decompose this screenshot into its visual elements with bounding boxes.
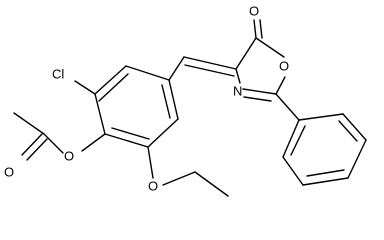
bond — [275, 93, 300, 121]
bond — [290, 125, 306, 156]
bond — [162, 171, 196, 186]
bond — [242, 88, 277, 95]
ring-nitrogen-label: N — [233, 83, 242, 98]
bond — [275, 76, 286, 95]
bond — [74, 80, 96, 95]
bond — [21, 133, 43, 156]
bond — [184, 64, 235, 77]
ether-oxygen-label: O — [148, 178, 158, 193]
bond — [81, 133, 106, 152]
bond — [338, 120, 358, 142]
bond — [255, 37, 285, 58]
lactone-carbonyl-oxygen-label: O — [249, 3, 259, 18]
bond — [259, 19, 263, 39]
bond — [282, 119, 300, 158]
bond — [298, 113, 344, 121]
bond — [253, 19, 257, 39]
bond — [111, 127, 150, 140]
acetyl-carbonyl-oxygen-label: O — [4, 164, 14, 179]
bond — [235, 68, 241, 84]
bond — [104, 133, 149, 148]
molecule-canvas: Cl O O O O O N — [4, 3, 367, 197]
bond — [13, 112, 45, 135]
bond — [183, 56, 237, 70]
bond — [342, 113, 367, 141]
chlorine-label: Cl — [52, 66, 64, 81]
bond — [98, 73, 129, 102]
bond — [302, 177, 349, 186]
bond — [168, 79, 179, 120]
bond — [43, 133, 64, 154]
bond — [125, 65, 170, 81]
ring-oxygen-label: O — [279, 58, 289, 73]
structure-diagram: Cl O O O O O N — [4, 3, 367, 197]
bond — [147, 146, 154, 179]
bond — [168, 56, 185, 81]
bond — [282, 156, 304, 186]
bond — [306, 169, 345, 177]
bonds — [13, 19, 367, 197]
bond — [26, 138, 48, 161]
bond — [94, 93, 106, 135]
ester-oxygen-label: O — [64, 148, 74, 163]
bond — [161, 84, 171, 119]
bond — [235, 37, 257, 70]
bond — [94, 65, 127, 95]
bond — [243, 96, 272, 102]
atom-labels: Cl O O O O O N — [4, 3, 289, 193]
bond — [147, 118, 179, 148]
bond — [347, 139, 367, 179]
bond — [194, 171, 229, 197]
